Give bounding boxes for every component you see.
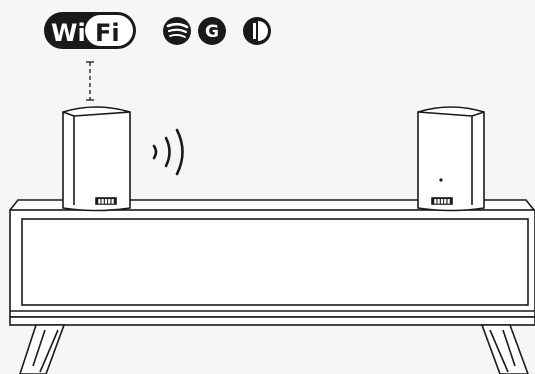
speaker-left: ▮▮▮▮▮ — [62, 106, 131, 212]
spotify-icon — [163, 17, 191, 45]
cabinet-leg-right — [480, 324, 529, 374]
google-icon: G — [198, 17, 226, 45]
speaker-left-brand: ▮▮▮▮▮ — [98, 198, 115, 205]
speaker-right-brand: ▮▮▮▮▮ — [434, 198, 451, 205]
sound-waves-icon — [152, 128, 184, 176]
cabinet-leg-left — [19, 324, 66, 374]
wifi-connection-line — [86, 61, 94, 101]
wifi-badge-right-text: Fi — [95, 19, 120, 47]
wifi-badge-left-text: Wi — [51, 19, 86, 47]
media-cabinet — [9, 199, 535, 326]
speaker-right: ▮▮▮▮▮ — [417, 106, 485, 212]
half-circle-icon — [243, 17, 271, 45]
google-icon-letter: G — [205, 22, 219, 42]
wifi-badge: Wi Fi — [44, 12, 136, 49]
